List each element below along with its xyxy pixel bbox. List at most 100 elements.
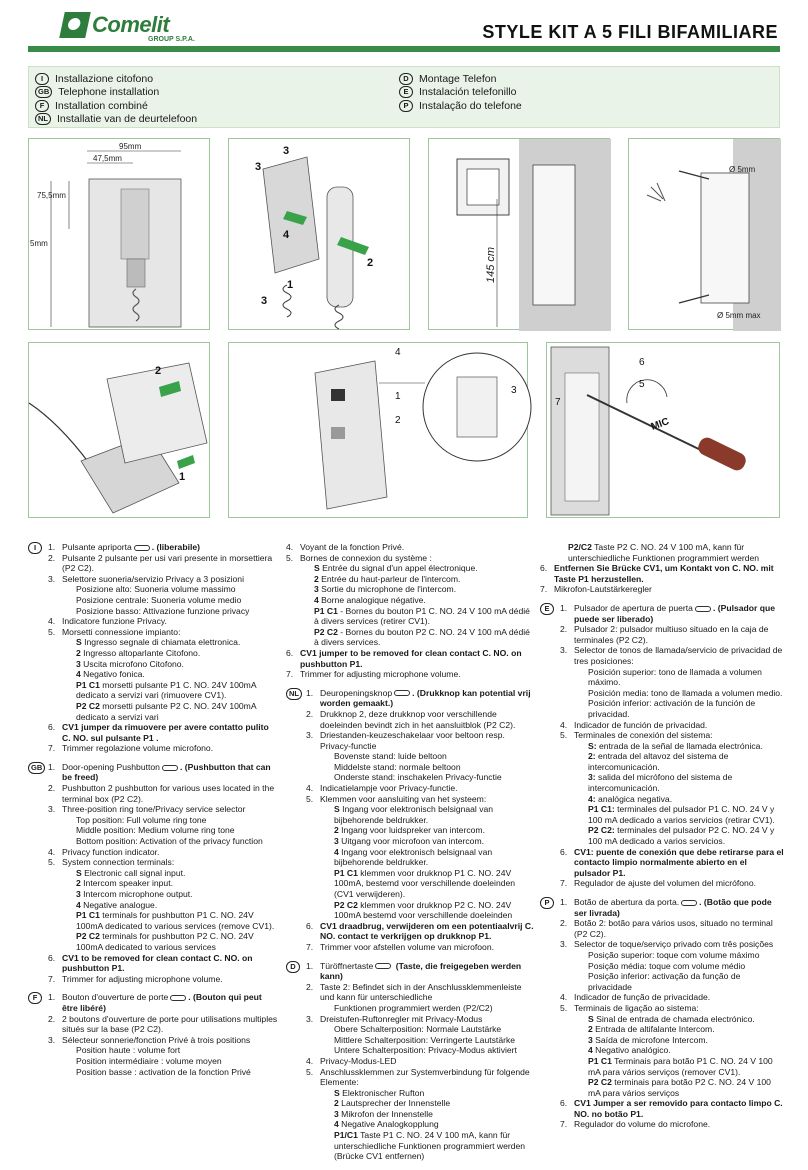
instruction-item: 1.Botão de abertura da porta.. (Botão qu… bbox=[560, 897, 784, 918]
callout-2: 2 bbox=[395, 415, 401, 426]
item-text: 4 Negativo fonica. bbox=[76, 669, 145, 680]
item-text: Dreistufen-Ruftonregler mit Privacy-Modu… bbox=[320, 1013, 483, 1024]
item-text: S Electronic call signal input. bbox=[76, 867, 186, 878]
instruction-item: 6.CV1 draadbrug, verwijderen om een pote… bbox=[306, 921, 534, 942]
instruction-item: 7.Trimmer for adjusting microphone volum… bbox=[48, 974, 278, 985]
instruction-item: 2 Ingang voor luidspreker van intercom. bbox=[306, 825, 534, 836]
item-text: Top position: Full volume ring tone bbox=[76, 814, 207, 825]
item-text: Indicador de función de privacidad. bbox=[574, 719, 708, 730]
instruction-item: 3 Uitgang voor microfoon van intercom. bbox=[306, 836, 534, 847]
lang-badge: F bbox=[35, 99, 49, 112]
item-text: Mikrofon-Lautstärkeregler bbox=[554, 584, 652, 595]
base-cables-drawing bbox=[28, 362, 208, 514]
item-number bbox=[62, 1067, 76, 1078]
section-items: 1.Türöffnertaste (Taste, die freigegeben… bbox=[306, 961, 534, 1162]
instruction-item: Position intermédiaire : volume moyen bbox=[48, 1056, 278, 1067]
lang-label: Telephone installation bbox=[58, 86, 160, 98]
section-items: 1.Bouton d'ouverture de porte. (Bouton q… bbox=[48, 992, 278, 1077]
item-number bbox=[320, 900, 334, 921]
instruction-item: Posizione basso: Attivazione funzione pr… bbox=[48, 606, 278, 617]
callout-2: 2 bbox=[155, 365, 162, 377]
lang-badge: NL bbox=[286, 687, 302, 700]
item-number bbox=[554, 542, 568, 563]
item-number: 5. bbox=[48, 626, 56, 637]
item-text: Funktionen programmiert werden (P2/C2) bbox=[334, 1002, 493, 1013]
item-number bbox=[320, 847, 334, 868]
instruction-item: 3 Uscita microfono Citofono. bbox=[48, 659, 278, 670]
item-number: 7. bbox=[286, 669, 294, 680]
callout-3a: 3 bbox=[255, 161, 262, 173]
item-number bbox=[574, 688, 588, 699]
instruction-item: 5.Terminais de ligação ao sistema: bbox=[560, 1003, 784, 1014]
instruction-item: Posizione alto: Suoneria volume massimo bbox=[48, 584, 278, 595]
instruction-item: 7.Regulador de ajuste del volumen del mi… bbox=[560, 878, 784, 889]
screw-top-label: Ø 5mm bbox=[729, 165, 756, 174]
item-text: Position intermédiaire : volume moyen bbox=[76, 1055, 222, 1066]
item-text: 2 Ingresso altoparlante Citofono. bbox=[76, 647, 201, 658]
instruction-item: Posição média: toque com volume médio bbox=[560, 961, 784, 972]
screw-fixing-drawing bbox=[646, 139, 781, 331]
instruction-item: 2.2 boutons d'ouverture de porte pour ut… bbox=[48, 1014, 278, 1035]
callout-2: 2 bbox=[367, 257, 374, 269]
item-number bbox=[574, 825, 588, 846]
comelit-logo-icon bbox=[59, 12, 91, 38]
item-text: P2 C2 terminais para botão P2 C. NO. 24 … bbox=[588, 1077, 771, 1098]
instruction-item: 6. CV1 to be removed for clean contact C.… bbox=[48, 953, 278, 974]
item-number bbox=[320, 751, 334, 762]
item-number: 1. bbox=[48, 542, 56, 552]
section-items: 4.Voyant de la fonction Privé.5.Bornes d… bbox=[286, 542, 534, 680]
item-text: Türöffnertaste (Taste, die freigegeben w… bbox=[320, 960, 522, 982]
item-text: CV1 to be removed for clean contact C. N… bbox=[62, 952, 253, 974]
item-text: Botão de abertura da porta.. (Botão que … bbox=[574, 897, 772, 918]
item-text: P1/C1 Taste P1 C. NO. 24 V 100 mA, kann … bbox=[334, 1130, 526, 1162]
item-number bbox=[62, 659, 76, 670]
item-text: S Ingang voor elektronisch belsignaal va… bbox=[334, 804, 494, 825]
item-text: Regulador de ajuste del volumen del micr… bbox=[574, 878, 757, 889]
section-items: P2/C2 Taste P2 C. NO. 24 V 100 mA, kann … bbox=[540, 542, 784, 595]
item-text: Pushbutton 2 pushbutton for various uses… bbox=[62, 783, 275, 804]
figure-screw-fixing: Ø 5mm Ø 5mm max bbox=[628, 138, 781, 331]
item-number bbox=[300, 584, 314, 595]
item-text: 2 Entrada de altifalante Intercom. bbox=[588, 1024, 715, 1035]
instruction-item: Position basse : activation de la foncti… bbox=[48, 1067, 278, 1078]
instruction-item: 7.Regulador do volume do microfone. bbox=[560, 1119, 784, 1130]
item-number: 4. bbox=[560, 992, 568, 1003]
callout-6: 6 bbox=[639, 357, 645, 368]
instruction-item: 4 Negativo fonica. bbox=[48, 669, 278, 680]
item-number bbox=[574, 1024, 588, 1035]
instruction-item: 2 Entrada de altifalante Intercom. bbox=[560, 1024, 784, 1035]
item-text: Taste 2: Befindet sich in der Anschlussk… bbox=[320, 981, 522, 1003]
lang-label: Instalação do telefone bbox=[419, 99, 522, 112]
lang-badge: P bbox=[399, 99, 413, 112]
instruction-item: 5.Morsetti connessione impianto: bbox=[48, 627, 278, 638]
dim-height-label: 5mm bbox=[30, 239, 48, 248]
item-text: CV1: puente de conexión que debe retirar… bbox=[574, 846, 784, 878]
item-number bbox=[62, 868, 76, 879]
lang-label: Instalación telefonillo bbox=[419, 86, 517, 98]
item-text: Middelste stand: normale beltoon bbox=[334, 761, 461, 772]
callout-1: 1 bbox=[395, 391, 401, 402]
wall-mount-drawing bbox=[456, 139, 611, 331]
lang-badge: GB bbox=[35, 86, 53, 98]
instruction-item: P1 C1 klemmen voor drukknop P1 C. NO. 24… bbox=[306, 868, 534, 900]
language-item: P Instalação do telefone bbox=[399, 99, 522, 112]
instruction-item: 3 Intercom microphone output. bbox=[48, 889, 278, 900]
item-text: 3 Intercom microphone output. bbox=[76, 889, 193, 899]
instruction-item: 2: entrada del altavoz del sistema de in… bbox=[560, 751, 784, 772]
instruction-item: Bottom position: Activation of the priva… bbox=[48, 836, 278, 847]
item-text: 3 Saída de microfone Intercom. bbox=[588, 1034, 708, 1045]
instruction-item: Posición media: tono de llamada a volume… bbox=[560, 688, 784, 699]
mount-height-label: 145 cm bbox=[485, 246, 498, 284]
instruction-item: 1.Bouton d'ouverture de porte. (Bouton q… bbox=[48, 992, 278, 1013]
item-number bbox=[300, 606, 314, 627]
item-number: 6. bbox=[560, 846, 568, 857]
instruction-item: 2.Taste 2: Befindet sich in der Anschlus… bbox=[306, 982, 534, 1003]
item-number: 6. bbox=[48, 952, 56, 963]
item-text: Posición superior: tono de llamada a vol… bbox=[588, 666, 762, 688]
item-text: Posición media: tono de llamada a volume… bbox=[588, 687, 783, 698]
item-number bbox=[574, 1056, 588, 1077]
item-number: 2. bbox=[48, 1013, 56, 1024]
item-text: Selettore suoneria/servizio Privacy a 3 … bbox=[62, 573, 244, 584]
